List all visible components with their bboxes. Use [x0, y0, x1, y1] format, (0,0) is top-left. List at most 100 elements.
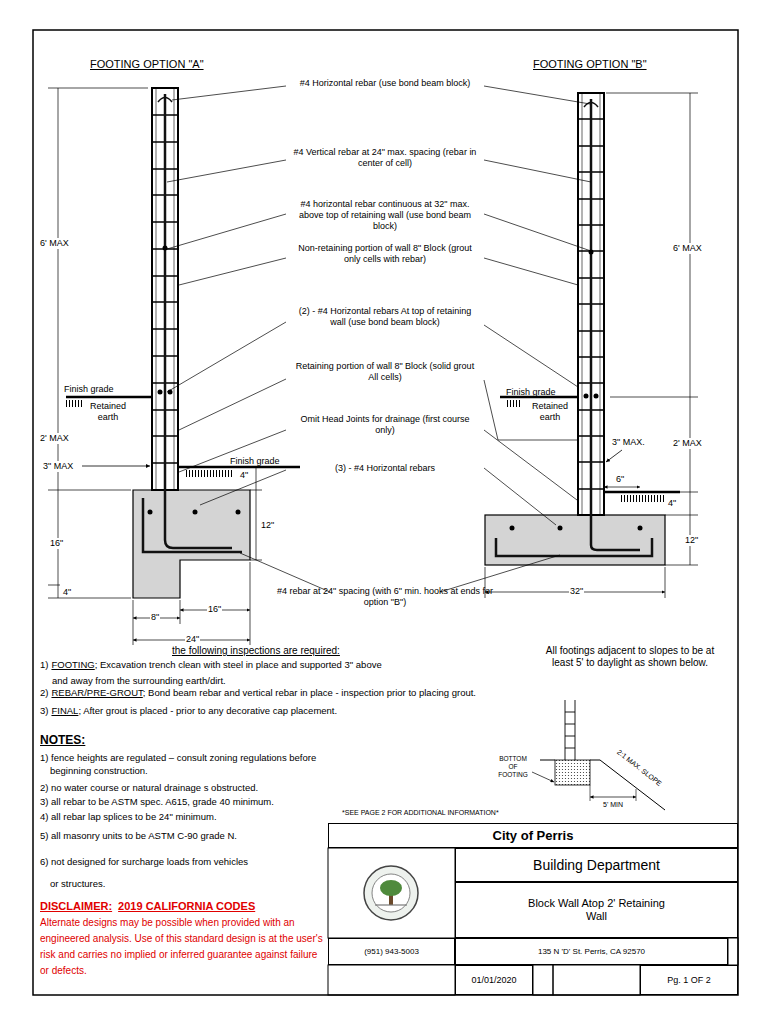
drawing-label: #4 horizontal rebar continuous at 32" ma…: [290, 199, 480, 231]
footing-option-b-part: [604, 491, 680, 494]
drawing-label: 5' MIN: [603, 801, 623, 809]
footing-option-a-part: [186, 470, 234, 477]
inline-text: 3): [40, 705, 48, 716]
city-seal: [364, 866, 418, 920]
drawing-label: the following inspections are required:: [172, 645, 340, 657]
city-seal-part: [380, 880, 402, 896]
leader-lines-part: [179, 258, 286, 285]
footing-option-b-part: [584, 394, 589, 399]
drawing-label: Finish grade: [506, 387, 556, 398]
drawing-label: 8": [150, 612, 160, 623]
title-block-cell: Building Department: [455, 848, 738, 882]
drawing-label: 24": [185, 634, 200, 645]
drawing-label: 4) all rebar lap splices to be 24" minim…: [40, 810, 355, 823]
drawing-label: 6) not designed for surcharge loads from…: [40, 851, 255, 895]
sheet-border: [33, 30, 738, 995]
slope-sketch-part: [590, 785, 636, 801]
leader-lines-part: [484, 468, 556, 525]
inline-text: FINAL: [51, 705, 78, 716]
drawing-label: BOTTOM OF FOOTING: [496, 755, 530, 778]
inline-text: ; Bond beam rebar and vertical rebar in …: [143, 687, 476, 698]
drawing-label: 6' MAX: [39, 238, 70, 249]
title-block-text: 01/01/2020: [471, 975, 516, 986]
drawing-label: NOTES:: [40, 733, 85, 747]
drawing-label: Non-retaining portion of wall 8" Block (…: [290, 243, 480, 265]
inline-text: FOOTING: [51, 659, 94, 670]
title-block-text: Block Wall Atop 2' Retaining Wall: [522, 897, 672, 923]
footing-option-b-part: [638, 526, 643, 531]
inspection-item: 2)REBAR/PRE-GROUT; Bond beam rebar and v…: [40, 684, 542, 700]
footing-option-a-part: [178, 466, 300, 469]
drawing-label: Retaining portion of wall 8" Block (soli…: [290, 361, 480, 383]
title-block-text: (951) 943-5003: [364, 947, 419, 957]
inline-text: 2019 CALIFORNIA CODES: [118, 900, 255, 912]
title-block-grid: [328, 848, 738, 995]
inspection-item: 1)FOOTING; Excavation trench clean with …: [40, 656, 382, 688]
footing-option-a-part: [133, 490, 250, 598]
leader-lines-part: [167, 214, 286, 249]
drawing-label: 4": [240, 470, 248, 481]
city-seal-part: [372, 874, 410, 912]
footing-option-a: [48, 88, 300, 645]
drawing-label: 3" MAX: [42, 461, 74, 472]
drawing-label: 16": [49, 538, 64, 549]
title-block-cell: (951) 943-5003: [328, 938, 455, 965]
footing-option-b-part: [558, 526, 563, 531]
footing-option-b-part: [606, 450, 622, 462]
drawing-label: 4": [668, 498, 676, 509]
city-seal-part: [364, 866, 418, 920]
title-block-grid-part: [328, 965, 455, 995]
leader-lines-part: [484, 214, 591, 251]
footing-option-a-part: [193, 510, 198, 515]
city-seal-part: [375, 904, 407, 905]
footing-option-a-part: [158, 98, 172, 103]
leader-lines-part: [179, 430, 286, 472]
drawing-label: 16": [207, 604, 222, 615]
drawing-label: 5) all masonry units to be ASTM C-90 gra…: [40, 829, 355, 842]
leader-lines-part: [200, 470, 286, 505]
drawing-label: FOOTING OPTION "B": [533, 58, 647, 71]
footing-option-a-part: [66, 400, 82, 407]
footing-option-b: [485, 93, 698, 598]
footing-option-a-part: [82, 466, 150, 467]
footing-option-a-part: [163, 246, 168, 251]
footing-option-b-part: [620, 495, 665, 502]
drawing-label: 4": [63, 587, 71, 598]
footing-option-b-part: [604, 487, 640, 488]
title-block-cell: Block Wall Atop 2' Retaining Wall: [455, 882, 738, 938]
title-block-text: Building Department: [533, 857, 660, 874]
slope-sketch-part: [532, 772, 554, 782]
footing-option-a-part: [250, 467, 262, 560]
drawing-label: 2' MAX: [672, 438, 703, 449]
title-block-text: City of Perris: [493, 828, 574, 844]
leader-lines: [167, 86, 591, 592]
title-block-cell: 135 N 'D' St. Perris, CA 92570: [455, 938, 728, 965]
leader-lines-part: [179, 379, 286, 430]
drawing-label: 32": [569, 586, 584, 597]
title-block-text: Pg. 1 OF 2: [667, 975, 711, 986]
leader-lines-part: [484, 380, 577, 440]
title-block-text: 135 N 'D' St. Perris, CA 92570: [538, 947, 645, 957]
inspection-item: 3)FINAL; After grout is placed - prior t…: [40, 702, 542, 718]
leader-lines-part: [484, 86, 590, 104]
inline-text: ; After grout is placed - prior to any d…: [78, 705, 337, 716]
title-block-grid-part: [533, 965, 553, 995]
inline-text: DISCLAIMER:: [40, 900, 112, 912]
drawing-label: 12": [261, 520, 274, 531]
footing-option-a-part: [148, 510, 153, 515]
leader-lines-part: [484, 325, 578, 387]
drawing-label: All footings adjacent to slopes to be at…: [540, 645, 720, 669]
drawing-label: Retained earth: [526, 401, 574, 423]
title-block-grid-part: [553, 965, 640, 995]
drawing-label: Retained earth: [84, 401, 132, 423]
footing-option-a-part: [236, 510, 241, 515]
drawing-label: #4 Horizontal rebar (use bond beam block…: [290, 78, 480, 89]
drawing-label: Finish grade: [230, 456, 280, 467]
disclaimer-heading: DISCLAIMER: 2019 CALIFORNIA CODES: [40, 898, 340, 913]
drawing-label: Alternate designs may be possible when p…: [40, 915, 325, 979]
slope-sketch: [532, 700, 665, 810]
drawing-label: FOOTING OPTION "A": [90, 58, 204, 71]
leader-lines-part: [172, 86, 286, 100]
footing-option-a-part: [66, 396, 152, 399]
drawing-label: Omit Head Joints for drainage (first cou…: [290, 414, 480, 436]
